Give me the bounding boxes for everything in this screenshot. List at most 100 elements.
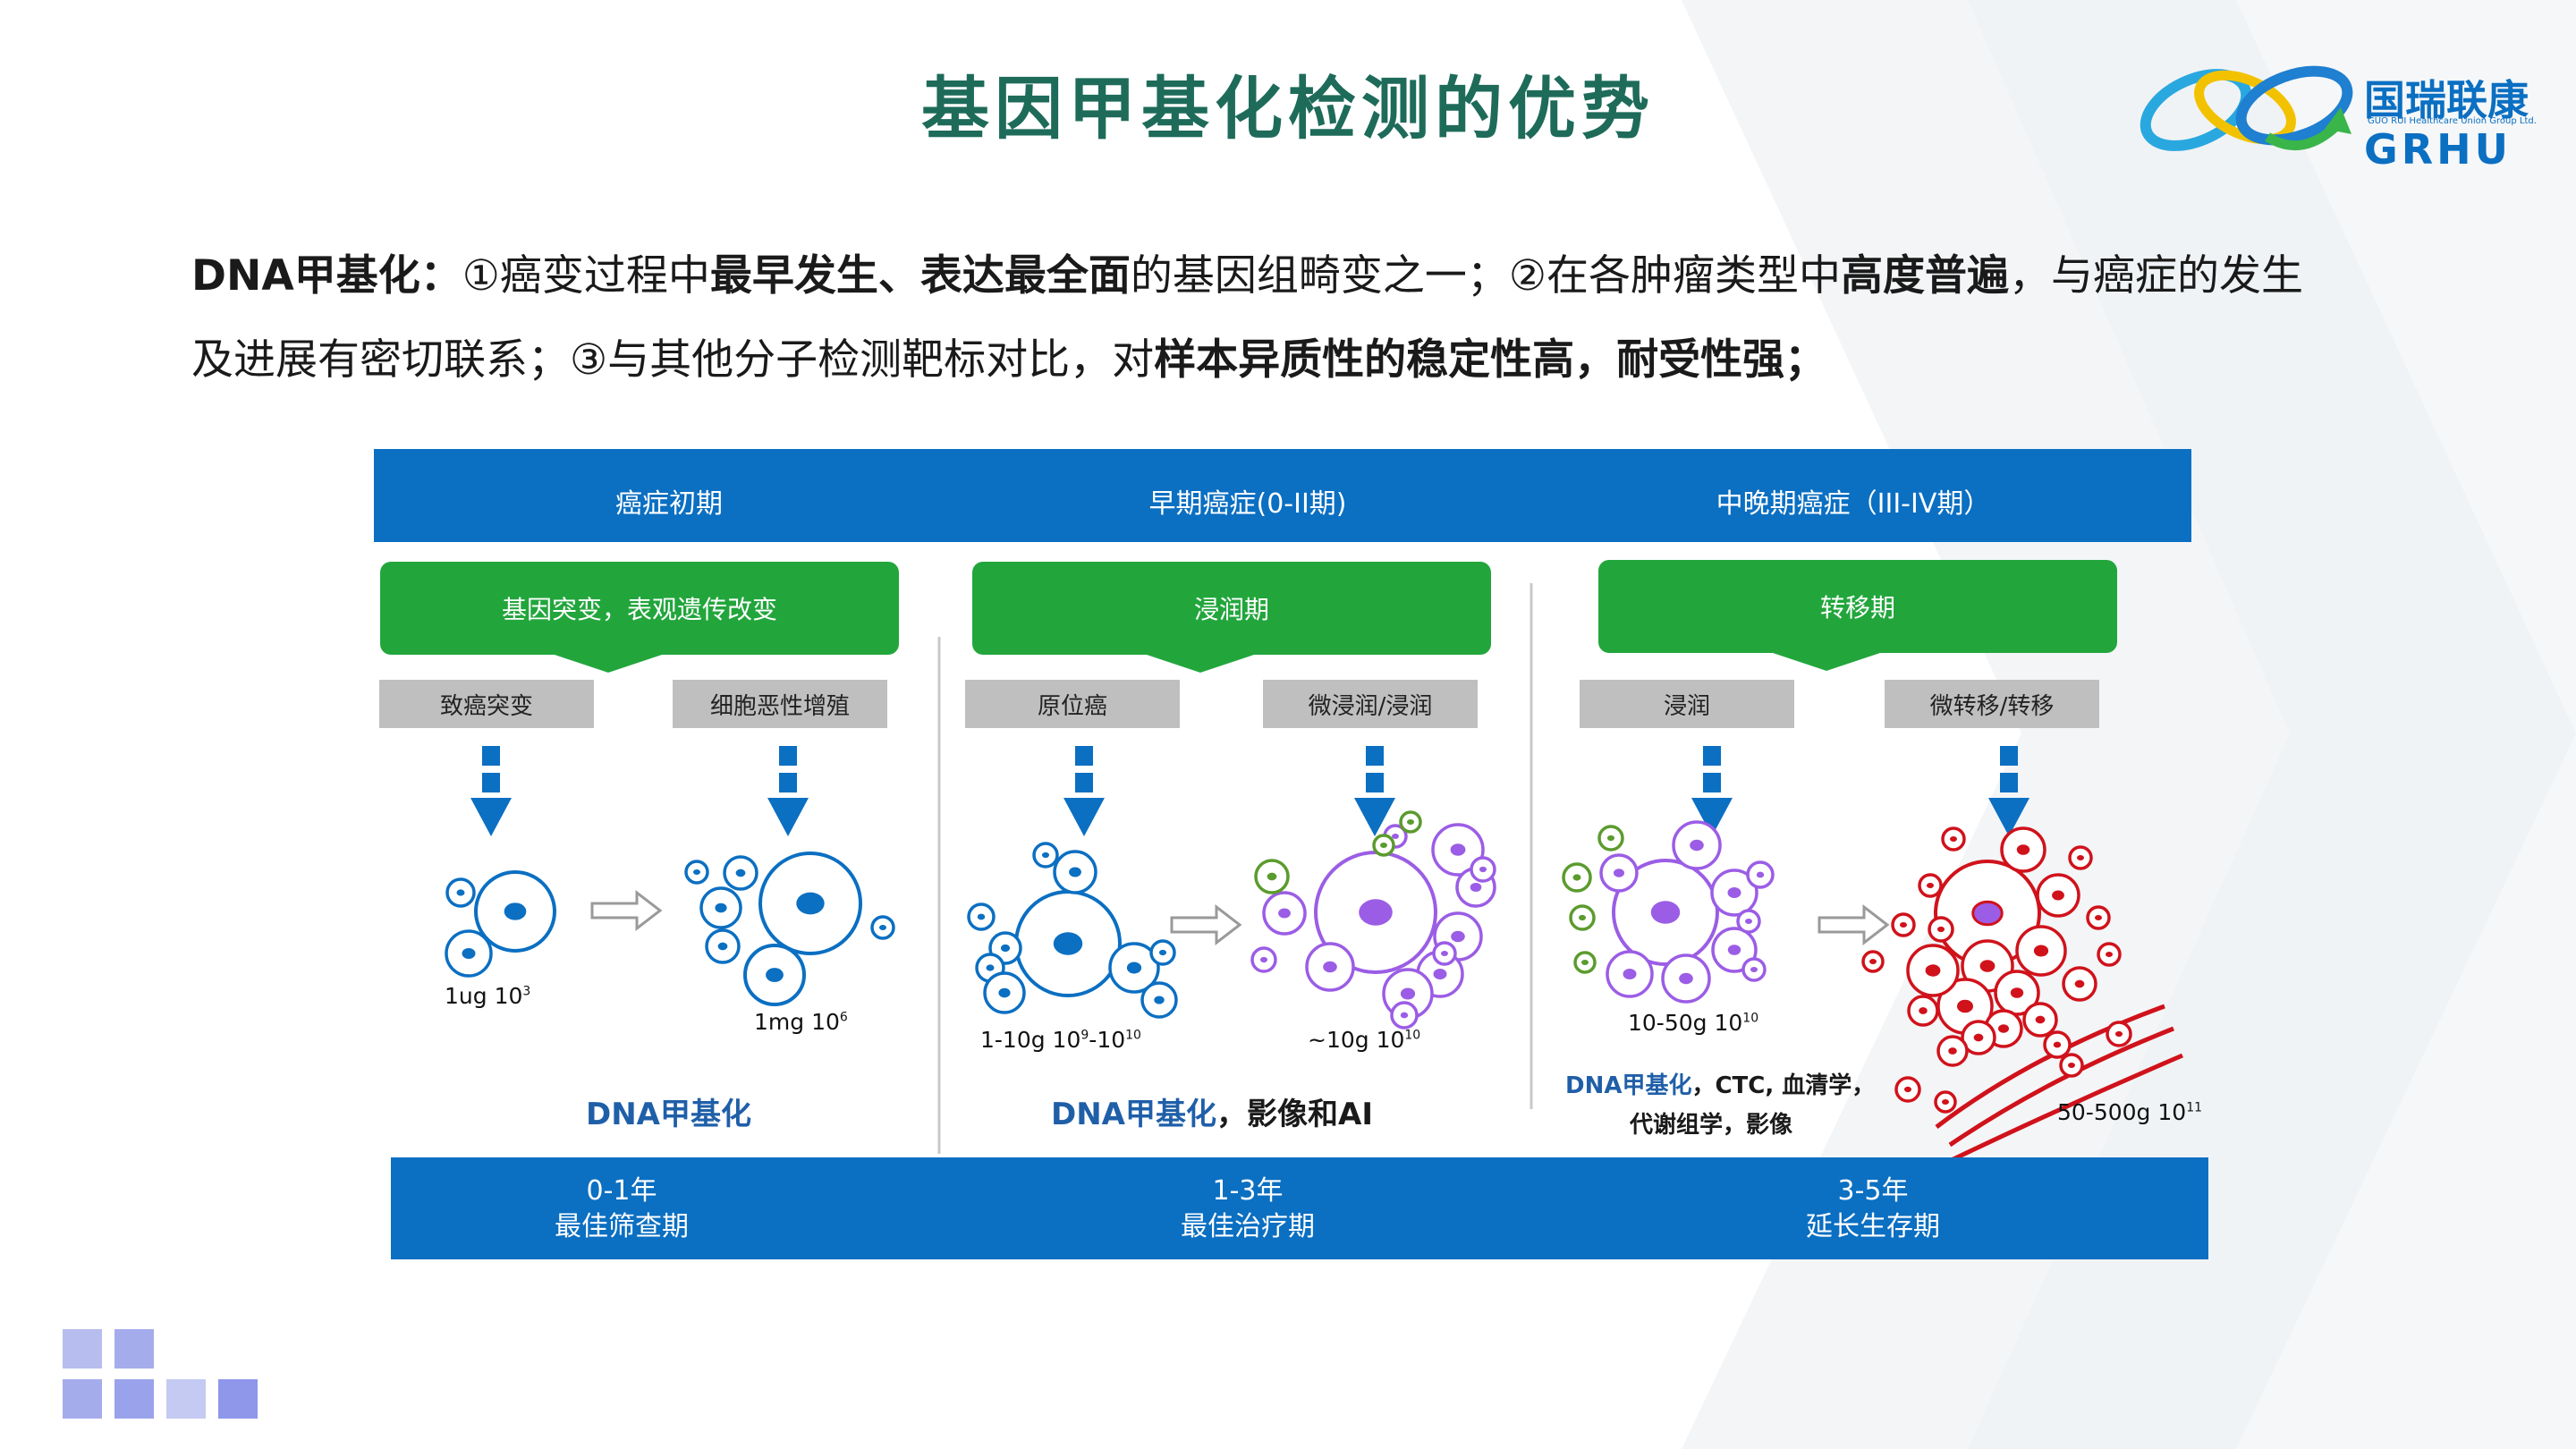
cell-nucleus (1973, 1033, 1984, 1042)
intro-line-1: DNA甲基化：①癌变过程中最早发生、表达最全面的基因组畸变之一；②在各肿瘤类型中… (191, 234, 2428, 318)
cell-nucleus (504, 902, 527, 920)
tumor-cell (1672, 820, 1722, 870)
tumor-cell (1432, 941, 1457, 966)
tumor-cell (445, 929, 493, 978)
intro-segment: ①癌变过程中 (462, 251, 710, 301)
tumor-cell (1891, 912, 1916, 937)
cell-nucleus (1451, 930, 1465, 943)
tumor-cell (2015, 925, 2067, 977)
step-micro-invasion: 微浸润/浸润 (1263, 680, 1478, 728)
cell-nucleus (1607, 835, 1614, 842)
tumor-cell (2106, 1021, 2132, 1047)
intro-segment: 最早发生、表达最全面 (709, 251, 1131, 301)
cell-nucleus (1323, 961, 1337, 973)
cell-nucleus (1942, 1099, 1949, 1105)
cell-nucleus (2010, 987, 2024, 998)
cell-nucleus (1937, 926, 1945, 933)
down-arrow-4 (1354, 746, 1395, 836)
cell-nucleus (1925, 964, 1941, 977)
cell-nucleus (1400, 1012, 1409, 1019)
cell-nucleus (1400, 987, 1416, 1000)
tumor-cell (723, 855, 758, 891)
cell-nucleus (1971, 900, 2004, 927)
tumor-cell-large (1612, 859, 1719, 966)
tumor-cell (983, 971, 1026, 1014)
cell-nucleus (1614, 869, 1624, 877)
timeline-label-3: 延长生存期 (1806, 1211, 1940, 1242)
step-invasion: 浸润 (1580, 680, 1794, 728)
deco-square (63, 1379, 102, 1419)
tumor-cell (1934, 1090, 1957, 1114)
stage-label-early: 早期癌症(0-II期) (1148, 488, 1347, 520)
cell-nucleus (1154, 996, 1165, 1004)
cell-nucleus (2115, 1030, 2123, 1038)
tumor-cell (1305, 942, 1355, 992)
cell-nucleus (986, 964, 995, 971)
cell-nucleus (1950, 836, 1957, 842)
deco-square (63, 1329, 102, 1368)
deco-square (114, 1379, 154, 1419)
tumor-cell (2068, 845, 2093, 870)
down-arrow-3 (1063, 746, 1105, 836)
tumor-cell (1861, 950, 1885, 973)
cell-nucleus (1690, 839, 1704, 852)
page-title: 基因甲基化检测的优势 (921, 69, 1655, 148)
phase-pointer-2 (1147, 655, 1254, 673)
tumor-cell-large (758, 852, 862, 955)
logo-mark-icon (2140, 65, 2353, 151)
cell-nucleus (456, 889, 465, 896)
tumor-cell (699, 886, 742, 929)
tumor-cell (1928, 916, 1954, 943)
tumor-cell (1573, 951, 1597, 974)
right-arrows (590, 889, 1890, 946)
cell-nucleus (1260, 956, 1267, 963)
tumor-cell (1606, 950, 1654, 998)
tumor-cell (988, 931, 1022, 965)
cell-nucleus (1042, 852, 1049, 859)
stage-label-late: 中晚期癌症（III-IV期） (1716, 488, 1991, 520)
cell-nucleus (1727, 887, 1741, 898)
tumor-cell-large (474, 870, 556, 953)
method-late-line-1: DNA甲基化，CTC, 血清学， (1565, 1072, 1876, 1099)
cell-nucleus (1470, 882, 1482, 893)
tumor-cell (1746, 860, 1775, 889)
vessel-line-1 (1935, 1004, 2165, 1129)
tumor-cell (1599, 853, 1639, 893)
cell-nucleus (2052, 890, 2064, 901)
tumor-cell (1894, 1076, 1921, 1103)
tumor-cell (705, 928, 741, 964)
tumor-cell (2043, 1030, 2072, 1059)
cell-nucleus (1900, 922, 1907, 928)
tumor-cell (1032, 842, 1059, 869)
phase-box-metastasis: 转移期 (1598, 560, 2117, 653)
tumor-cell (1906, 944, 1960, 997)
cell-nucleus (735, 869, 746, 877)
intro-segment: ，与癌症的发生 (2009, 251, 2304, 301)
cell-nucleus (462, 948, 476, 959)
size-label-4: ~10g 1010 (1308, 1027, 1421, 1053)
stage-header-band (374, 449, 2191, 542)
cell-nucleus (2074, 979, 2085, 988)
cell-nucleus (1745, 919, 1752, 924)
cell-nucleus (1380, 843, 1387, 848)
timeline-years-1: 0-1年 (586, 1175, 657, 1207)
size-label-1: 1ug 103 (445, 983, 531, 1009)
down-arrow-1 (470, 746, 512, 836)
cell-nucleus (1053, 932, 1083, 955)
cell-nucleus (2095, 915, 2102, 920)
cell-nucleus (693, 869, 700, 875)
cell-nucleus (1579, 914, 1586, 921)
intro-line-2: 及进展有密切联系；③与其他分子检测靶标对比，对样本异质性的稳定性高，耐受性强； (191, 318, 2428, 402)
tumor-cell (1470, 856, 1496, 883)
tumor-cell (1569, 904, 1596, 931)
tumor-cell (2036, 873, 2080, 918)
tumor-cell (743, 944, 806, 1006)
cell-nucleus (1957, 999, 1973, 1013)
step-oncogenic-mutation: 致癌突变 (379, 680, 594, 728)
vessel-line-2 (1948, 1026, 2174, 1148)
cell-nucleus (715, 902, 727, 913)
down-arrow-6 (1988, 746, 2029, 836)
tumor-cell (1390, 1001, 1419, 1030)
cell-nucleus (1572, 874, 1581, 881)
